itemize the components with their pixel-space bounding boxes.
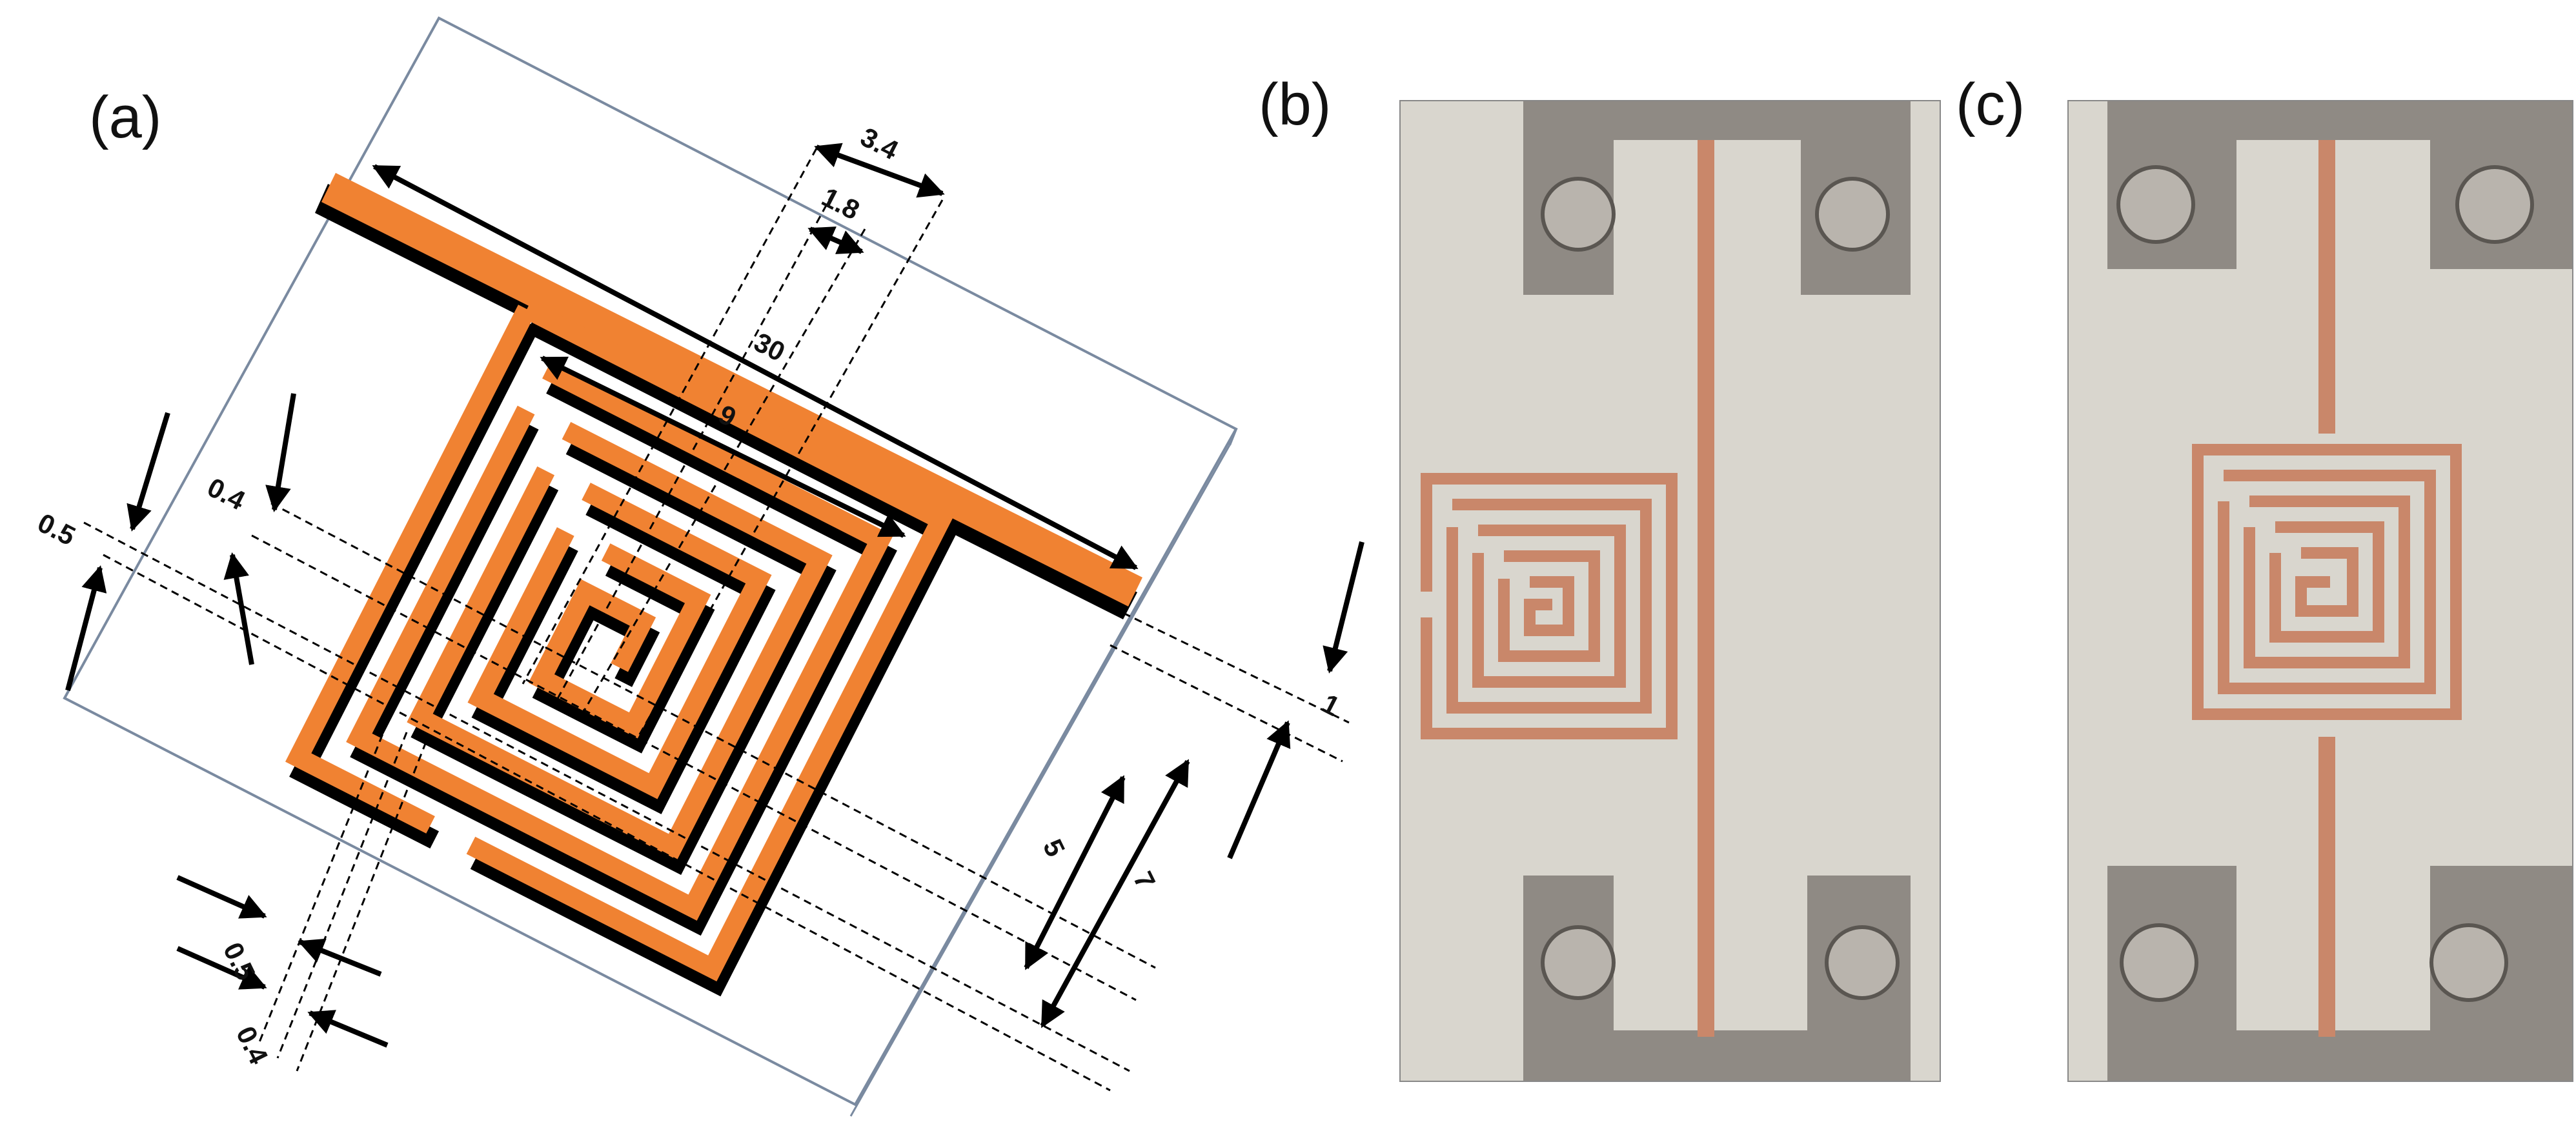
dim-label-0-5-bottom: 0.5 [218,937,261,985]
photo-b-spiral [1421,473,1678,739]
photo-c-spiral [2192,444,2462,720]
screw-icon [1541,925,1616,1000]
dim-label-0-5-left: 0.5 [33,507,80,551]
photo-c-microstrip-top [2318,140,2335,434]
screw-icon [1815,177,1890,252]
photo-b [1399,100,1941,1082]
panel-label-c: (c) [1956,72,2025,137]
screw-icon [2120,923,2198,1002]
panel-label-a: (a) [89,85,162,150]
screw-icon [2455,165,2534,244]
photo-c-microstrip-bottom [2318,737,2335,1037]
dim-label-5: 5 [1037,834,1071,861]
screw-icon [2116,165,2195,244]
screw-icon [2429,923,2508,1002]
dim-label-1: 1 [1317,688,1344,721]
panel-label-b: (b) [1259,72,1332,137]
photo-c [2067,100,2573,1082]
screw-icon [1541,177,1616,252]
dim-label-0-4-bottom: 0.4 [230,1021,274,1069]
photo-c-content [2069,101,2572,1081]
dimension-arrows [65,143,1364,1048]
dim-label-3-4: 3.4 [856,121,904,166]
photo-b-microstrip [1698,140,1714,1037]
schematic-diagram: 3.4 1.8 30 9 0.4 0.5 1 5 7 0.5 0.4 [33,16,1364,1117]
dim-label-7: 7 [1128,866,1161,894]
screw-icon [1825,925,1900,1000]
photo-b-content [1401,101,1940,1081]
